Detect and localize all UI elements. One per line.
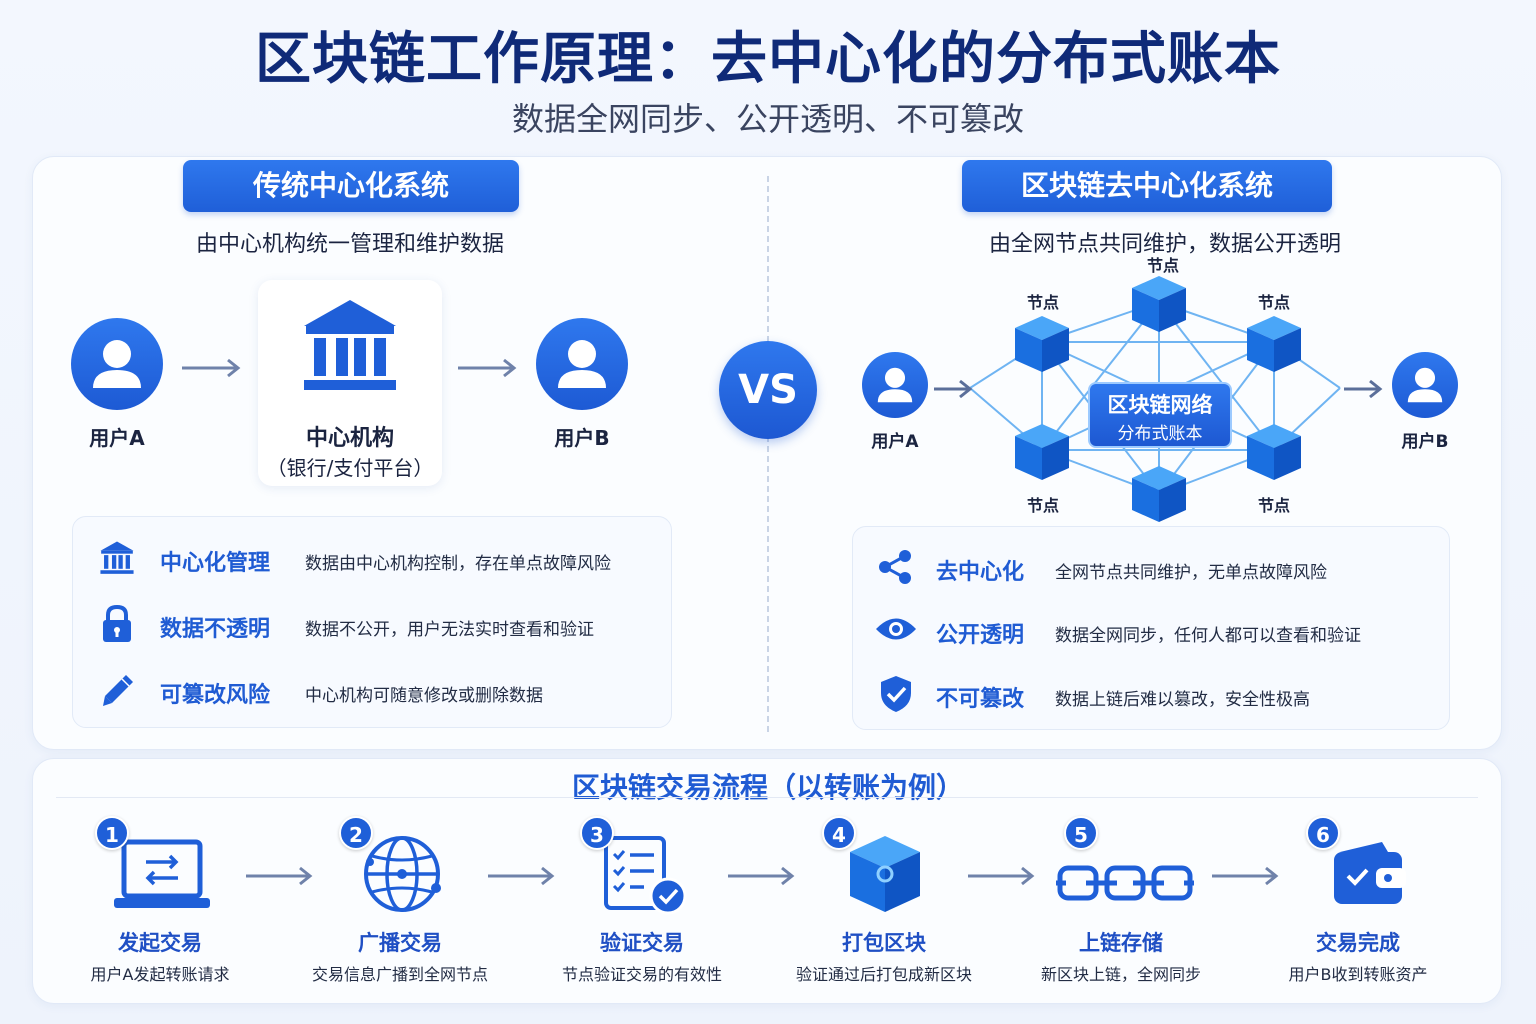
step-desc: 用户B收到转账资产 [1288, 965, 1428, 984]
arrow-right-icon [458, 358, 517, 378]
step-desc: 节点验证交易的有效性 [561, 965, 722, 984]
blockchain-network-box [1088, 382, 1232, 448]
flow-title: 区块链交易流程（以转账为例） [571, 771, 964, 804]
step-title: 打包区块 [842, 931, 926, 955]
arrow-right-icon [934, 379, 973, 399]
right-feature-desc: 全网节点共同维护，无单点故障风险 [1055, 563, 1327, 583]
step-number-badge: 1 [95, 816, 129, 850]
user-b-avatar [1392, 352, 1458, 418]
node-label: 节点 [1026, 496, 1059, 515]
right-feature-desc: 数据全网同步，任何人都可以查看和验证 [1055, 626, 1361, 646]
arrow-right-icon [1344, 379, 1383, 399]
node-cube-icon [1132, 466, 1186, 522]
right-user-b-label: 用户B [1401, 432, 1449, 452]
left-description: 由中心机构统一管理和维护数据 [195, 232, 504, 257]
node-label: 节点 [1257, 496, 1290, 515]
center-institution-label: 中心机构 [305, 426, 394, 451]
node-cube-icon [1015, 424, 1069, 480]
user-icon [93, 340, 141, 388]
left-feature-title: 可篡改风险 [160, 683, 271, 708]
right-heading: 区块链去中心化系统 [962, 160, 1332, 212]
arrow-right-icon [182, 358, 241, 378]
node-cube-icon [1247, 424, 1301, 480]
user-a-avatar [862, 352, 928, 418]
node-label: 节点 [1257, 293, 1290, 312]
left-user-b-label: 用户B [554, 426, 610, 450]
step-desc: 验证通过后打包成新区块 [795, 965, 972, 984]
right-feature-title: 不可篡改 [936, 687, 1025, 712]
shield-check-icon [881, 676, 911, 712]
wallet-icon [1334, 842, 1406, 904]
arrow-right-icon [968, 866, 1035, 886]
step-title: 广播交易 [358, 931, 442, 955]
network-title: 区块链网络 [1107, 393, 1213, 417]
node-cube-icon [1247, 316, 1301, 372]
share-icon [879, 550, 911, 584]
left-feature-title: 数据不透明 [160, 617, 271, 642]
left-feature-title: 中心化管理 [160, 551, 271, 576]
checklist-icon [604, 836, 687, 915]
arrow-right-icon [728, 866, 795, 886]
arrow-right-icon [1212, 866, 1279, 886]
bank-icon [304, 300, 396, 390]
center-institution-sub: （银行/支付平台） [266, 456, 434, 480]
step-desc: 交易信息广播到全网节点 [311, 965, 488, 984]
chain-icon [1056, 865, 1194, 901]
node-cube-icon [1015, 316, 1069, 372]
center-divider [767, 176, 769, 732]
right-features-card [852, 526, 1450, 730]
right-user-a-label: 用户A [871, 432, 919, 452]
node-cube-icon [1132, 276, 1186, 332]
step-title: 交易完成 [1316, 931, 1400, 955]
page-subtitle: 数据全网同步、公开透明、不可篡改 [511, 100, 1024, 138]
user-icon [558, 340, 606, 388]
cube-block-icon [850, 836, 920, 912]
user-icon [877, 367, 913, 403]
page-title: 区块链工作原理：去中心化的分布式账本 [255, 27, 1281, 92]
vs-badge: VS [719, 341, 817, 439]
step-desc: 用户A发起转账请求 [90, 965, 230, 984]
left-features-card [72, 516, 672, 728]
arrow-right-icon [246, 866, 313, 886]
step-title: 验证交易 [600, 931, 684, 955]
step-number-badge: 2 [339, 816, 373, 850]
eye-icon [876, 618, 916, 640]
bank-icon [100, 541, 134, 574]
node-label: 节点 [1146, 256, 1179, 275]
left-user-a-label: 用户A [89, 426, 145, 450]
globe-network-icon [364, 836, 441, 912]
step-title: 上链存储 [1079, 931, 1163, 955]
laptop-transfer-icon [114, 839, 210, 908]
left-feature-desc: 数据由中心机构控制，存在单点故障风险 [305, 554, 611, 574]
step-desc: 新区块上链，全网同步 [1040, 965, 1201, 984]
step-number-badge: 5 [1064, 816, 1098, 850]
step-number-badge: 4 [822, 816, 856, 850]
step-title: 发起交易 [118, 931, 202, 955]
left-feature-desc: 数据不公开，用户无法实时查看和验证 [305, 620, 594, 640]
right-feature-title: 去中心化 [936, 560, 1025, 585]
right-feature-desc: 数据上链后难以篡改，安全性极高 [1055, 690, 1310, 710]
user-icon [1407, 367, 1443, 403]
network-subtitle: 分布式账本 [1117, 424, 1203, 444]
arrow-right-icon [488, 866, 555, 886]
user-b-avatar [536, 318, 628, 410]
flow-panel [32, 758, 1502, 1004]
step-number-badge: 6 [1306, 816, 1340, 850]
pencil-icon [103, 675, 133, 706]
left-heading: 传统中心化系统 [183, 160, 519, 212]
right-description: 由全网节点共同维护，数据公开透明 [988, 232, 1341, 257]
left-feature-desc: 中心机构可随意修改或删除数据 [305, 686, 543, 706]
step-number-badge: 3 [580, 816, 614, 850]
lock-icon [103, 604, 131, 642]
flow-title-divider [56, 797, 1478, 798]
right-feature-title: 公开透明 [936, 623, 1025, 648]
user-a-avatar [71, 318, 163, 410]
node-label: 节点 [1026, 293, 1059, 312]
